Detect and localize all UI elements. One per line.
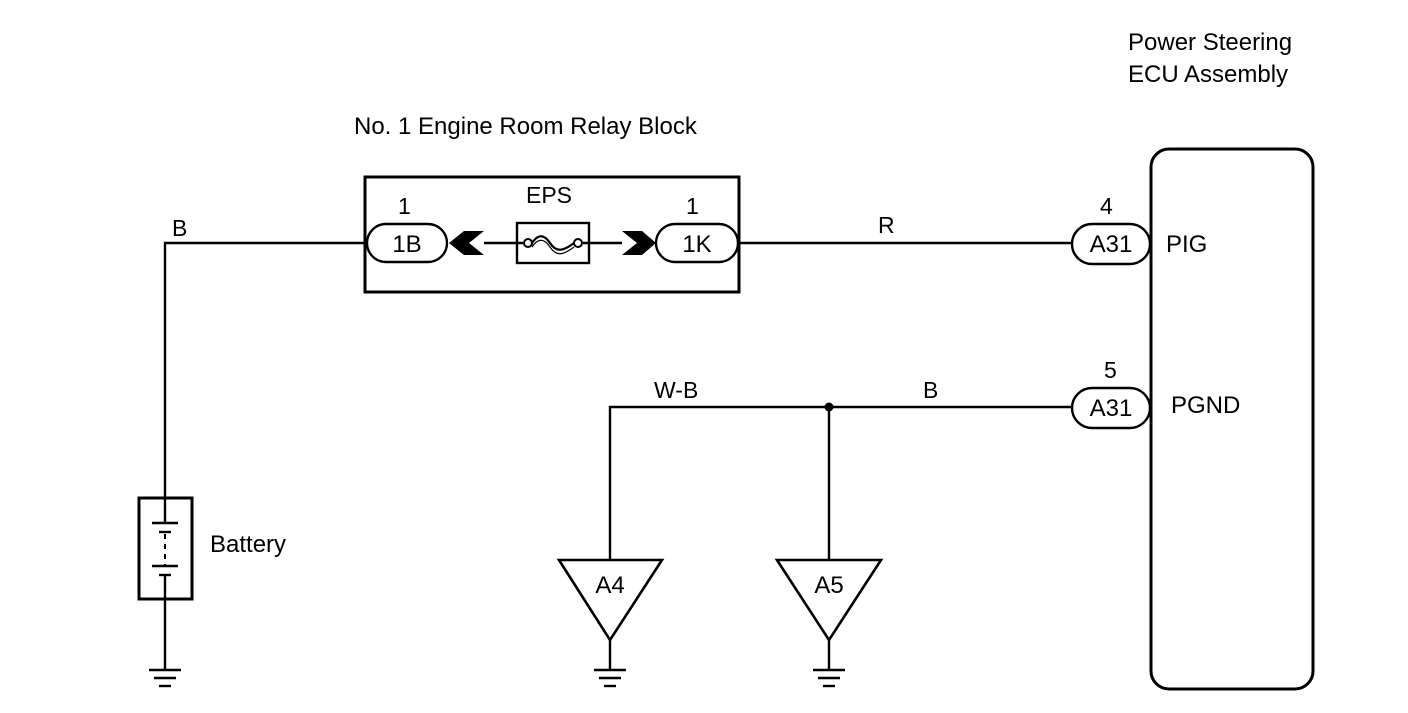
ground-label-a5: A5 xyxy=(814,572,843,599)
fuse-label: EPS xyxy=(526,182,572,208)
wire-color-b-ground: B xyxy=(923,377,938,403)
ground-label-a4: A4 xyxy=(595,572,624,599)
ecu-title-line1: Power Steering xyxy=(1128,29,1292,56)
battery: Battery xyxy=(137,496,286,688)
ecu-box xyxy=(1149,147,1315,691)
wire-b-battery xyxy=(163,241,367,498)
relay-right-pin-number: 1 xyxy=(686,193,699,219)
battery-label: Battery xyxy=(210,531,286,558)
fuse-contact-left xyxy=(523,238,533,248)
pin-pgnd-label: PGND xyxy=(1171,392,1240,419)
ground-point-a5: A5 xyxy=(774,558,884,688)
wire-ground-ecu: W-B B 5 A31 PGND xyxy=(608,357,1240,560)
terminal-arrow-left xyxy=(449,231,484,255)
relay-block-title: No. 1 Engine Room Relay Block xyxy=(354,113,698,140)
relay-left-pin-number: 1 xyxy=(398,193,411,219)
wire-color-w-b: W-B xyxy=(654,377,698,403)
fuse-element xyxy=(531,235,575,251)
connector-1b-label: 1B xyxy=(392,231,421,258)
connector-1k-label: 1K xyxy=(682,231,711,258)
ground-triangle-a4 xyxy=(556,558,665,643)
splice-point xyxy=(824,402,834,412)
ground-icon-battery xyxy=(149,668,181,688)
pin-pgnd-number: 5 xyxy=(1104,357,1117,383)
wire-color-b-battery: B xyxy=(172,215,187,241)
ecu-title-line2: ECU Assembly xyxy=(1128,61,1288,88)
wire-battery-relay: B xyxy=(163,215,367,498)
connector-a31-pgnd-label: A31 xyxy=(1090,395,1133,422)
pin-pig-label: PIG xyxy=(1166,231,1207,258)
pin-pig-number: 4 xyxy=(1100,193,1113,219)
relay-block: No. 1 Engine Room Relay Block 1 1B EPS 1… xyxy=(354,113,741,294)
ground-icon-a4 xyxy=(594,668,626,688)
terminal-arrow-right xyxy=(622,231,656,255)
wire-color-r: R xyxy=(878,212,895,238)
ground-point-a4: A4 xyxy=(556,558,665,688)
connector-a31-pig xyxy=(1070,222,1152,266)
ground-icon-a5 xyxy=(813,668,845,688)
connector-a31-pig-label: A31 xyxy=(1090,231,1133,258)
fuse-element-shadow xyxy=(531,239,575,255)
relay-block-box xyxy=(363,175,741,294)
connector-a31-pgnd xyxy=(1070,386,1152,430)
ground-triangle-a5 xyxy=(774,558,884,643)
wire-relay-ecu: R 4 A31 PIG xyxy=(738,193,1207,266)
fuse-contact-right xyxy=(573,238,583,248)
ecu-assembly: Power Steering ECU Assembly xyxy=(1128,29,1315,691)
wire-w-b xyxy=(608,405,1072,560)
